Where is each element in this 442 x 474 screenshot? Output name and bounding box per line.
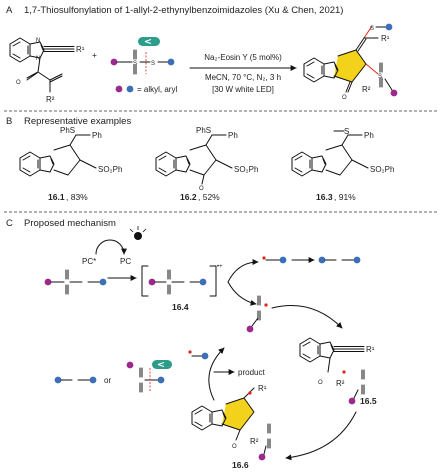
pc-label: PC <box>120 257 131 266</box>
example-16-2: PhS Ph O SO₂Ph 16.2 , 52% <box>155 126 258 202</box>
section-b-letter: B <box>6 116 12 127</box>
label-16-6: 16.6 <box>232 460 249 470</box>
radical-16-6: R¹ O R² 16.6 <box>191 384 271 470</box>
section-c-letter: C <box>6 218 13 229</box>
int-166-r2: R² <box>250 437 259 446</box>
substrate-r2: R² <box>46 95 55 104</box>
section-b-title: Representative examples <box>24 116 131 127</box>
scissors-icon-mech <box>152 360 172 369</box>
example-3-s: S <box>344 127 349 136</box>
example-2-id: 16.2 <box>180 192 197 202</box>
product-r1: R¹ <box>381 34 390 43</box>
int-165-r2: R² <box>336 379 345 388</box>
example-3-ph: Ph <box>364 131 374 140</box>
example-2-yield: , 52% <box>198 192 220 202</box>
example-1-id: 16.1 <box>48 192 65 202</box>
product-o: O <box>342 95 347 101</box>
product-label: product <box>238 368 265 377</box>
example-1-ph: Ph <box>92 131 102 140</box>
int-165-r1: R¹ <box>366 345 375 354</box>
section-b: B Representative examples PhS Ph SO₂Ph 1… <box>4 116 438 213</box>
example-3-so2ph: SO₂Ph <box>370 165 394 174</box>
condition-solvent: MeCN, 70 °C, N₂, 3 h <box>205 73 281 82</box>
substrate-16-5: R¹ O R² 16.5 <box>299 337 377 406</box>
condition-catalyst: Na₂-Eosin Y (5 mol%) <box>204 53 282 62</box>
or-label: or <box>104 376 111 385</box>
example-16-1: PhS Ph SO₂Ph 16.1 , 83% <box>19 126 122 202</box>
example-2-ph: Ph <box>228 131 238 140</box>
example-1-so2ph: SO₂Ph <box>98 165 122 174</box>
substrate-structure: N N R¹ O R² <box>9 37 85 104</box>
plus-sign: + <box>92 50 97 60</box>
label-16-5: 16.5 <box>360 396 377 406</box>
example-3-yield: , 91% <box>334 192 356 202</box>
int-165-o: O <box>318 380 323 386</box>
rgroup-legend: = alkyl, aryl <box>137 85 177 94</box>
radical-cation-16-4: •+ 16.4 <box>141 264 223 312</box>
product-so2-s: S <box>378 74 382 80</box>
thiyl-radical <box>262 256 287 264</box>
reagent-s2: S <box>151 61 155 67</box>
substrate-r1: R¹ <box>76 45 85 54</box>
light-bulb-icon <box>129 226 147 240</box>
section-c: C Proposed mechanism PC* PC <box>6 218 377 470</box>
condition-light: [30 W white LED] <box>212 85 274 94</box>
mech-thiosulfonate <box>44 269 107 295</box>
product-r2: R² <box>362 85 371 94</box>
product-s: S <box>370 26 374 32</box>
int-166-r1: R¹ <box>258 384 267 393</box>
n-atom-2: N <box>36 56 40 62</box>
section-c-title: Proposed mechanism <box>24 218 116 229</box>
int-166-o: O <box>232 444 237 450</box>
product-structure: R¹ S O R² S <box>303 23 398 101</box>
example-1-yield: , 83% <box>66 192 88 202</box>
example-2-o: O <box>199 186 204 192</box>
example-16-3: S Ph SO₂Ph 16.3 , 91% <box>291 127 394 202</box>
example-1-sph: PhS <box>60 126 75 135</box>
sulfonyl-radical <box>246 295 268 333</box>
example-3-id: 16.3 <box>316 192 333 202</box>
example-2-so2ph: SO₂Ph <box>234 165 258 174</box>
label-16-4: 16.4 <box>172 302 189 312</box>
scissors-icon <box>138 37 160 46</box>
thiyl-source-options: or <box>54 350 209 393</box>
radical-cation-sign: •+ <box>217 264 223 270</box>
carbonyl-o: O <box>16 80 21 86</box>
reagent-s1: S <box>133 61 137 67</box>
n-atom-1: N <box>36 38 40 44</box>
photocatalyst-cycle: PC* PC <box>82 226 147 266</box>
section-a-letter: A <box>6 5 13 16</box>
pc-star-label: PC* <box>82 257 96 266</box>
section-a-title: 1,7-Thiosulfonylation of 1-allyl-2-ethyn… <box>24 5 343 16</box>
disulfide <box>318 256 361 264</box>
thiosulfonate-reagent: S S <box>110 37 175 75</box>
example-2-sph: PhS <box>196 126 211 135</box>
section-a: A 1,7-Thiosulfonylation of 1-allyl-2-eth… <box>4 5 438 112</box>
